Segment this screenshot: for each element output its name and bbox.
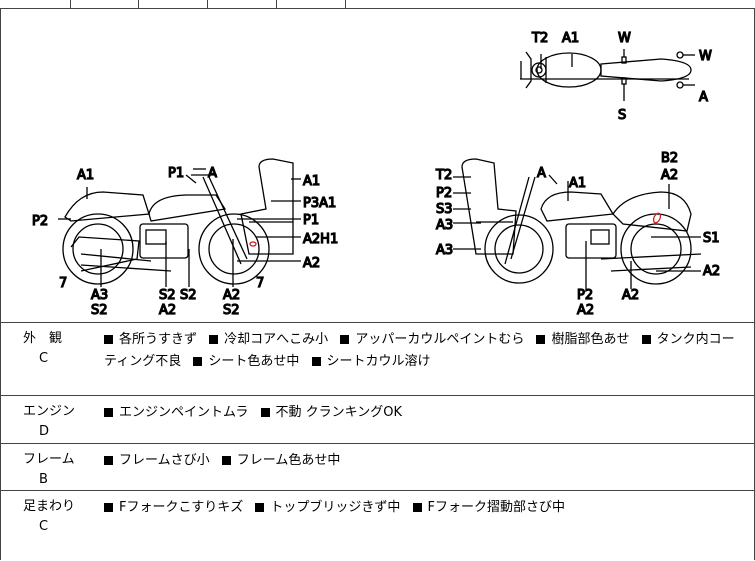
label-right-T2: T2 bbox=[435, 168, 452, 183]
label-top-A-right: A bbox=[699, 90, 708, 105]
category-label: エンジン D bbox=[23, 402, 83, 442]
table-header-strip bbox=[0, 0, 755, 9]
label-top-T2: T2 bbox=[531, 31, 548, 46]
label-right-A3-lower: A3 bbox=[436, 243, 453, 258]
label-right-A3-upper: A3 bbox=[436, 218, 453, 233]
condition-row-suspension: 足まわり C Fフォークこすりキズ トップブリッジきず中 Fフォーク摺動部さび中 bbox=[0, 491, 755, 560]
grade-badge: B bbox=[39, 472, 48, 487]
label-right-A2-top: A2 bbox=[661, 168, 678, 183]
condition-notes: フレームさび小 フレーム色あせ中 bbox=[104, 450, 744, 472]
condition-row-engine: エンジン D エンジンペイントムラ 不動 クランキングOK bbox=[0, 396, 755, 444]
label-right-A2-bottom: A2 bbox=[577, 303, 594, 318]
motorcycle-top-view bbox=[520, 49, 695, 101]
label-top-W: W bbox=[618, 31, 631, 46]
label-left-A3: A3 bbox=[91, 288, 108, 303]
label-left-P1: P1 bbox=[168, 166, 184, 181]
label-left-7-right: 7 bbox=[256, 276, 264, 291]
label-left-A2-bottom: A2 bbox=[159, 303, 176, 318]
category-label: 足まわり C bbox=[23, 497, 83, 537]
label-right-B2: B2 bbox=[661, 151, 678, 166]
motorcycle-left-view bbox=[58, 158, 301, 287]
label-left-A2H1: A2H1 bbox=[303, 232, 338, 247]
condition-row-frame: フレーム B フレームさび小 フレーム色あせ中 bbox=[0, 444, 755, 491]
condition-notes: 各所うすきず 冷却コアへこみ小 アッパーカウルペイントむら 樹脂部色あせ タンク… bbox=[104, 332, 735, 369]
category-label: 外 観 C bbox=[23, 329, 83, 369]
label-left-S2-mid1: S2 bbox=[159, 288, 176, 303]
label-right-P2: P2 bbox=[436, 186, 452, 201]
label-left-P2: P2 bbox=[32, 214, 48, 229]
label-left-P3A1: P3A1 bbox=[303, 196, 336, 211]
grade-badge: C bbox=[39, 351, 49, 366]
label-left-7: 7 bbox=[59, 276, 67, 291]
label-right-A: A bbox=[537, 166, 546, 181]
label-right-P2-bottom: P2 bbox=[577, 288, 593, 303]
label-left-S2-mid2: S2 bbox=[180, 288, 197, 303]
condition-row-exterior: 外 観 C 各所うすきず 冷却コアへこみ小 アッパーカウルペイントむら 樹脂部色… bbox=[0, 323, 755, 396]
condition-notes: エンジンペイントムラ 不動 クランキングOK bbox=[104, 402, 744, 424]
label-right-S1: S1 bbox=[703, 231, 720, 246]
label-right-A2-mid: A2 bbox=[622, 288, 639, 303]
motorcycle-right-view bbox=[453, 158, 702, 289]
label-top-S: S bbox=[618, 108, 626, 123]
damage-diagram: T2 A1 W W A S bbox=[0, 9, 755, 323]
condition-notes: Fフォークこすりキズ トップブリッジきず中 Fフォーク摺動部さび中 bbox=[104, 497, 744, 519]
label-top-W-right: W bbox=[699, 49, 712, 64]
grade-badge: C bbox=[39, 519, 49, 534]
label-left-A2-right: A2 bbox=[303, 256, 320, 271]
label-right-S3: S3 bbox=[436, 202, 453, 217]
label-left-A1-fairing: A1 bbox=[303, 174, 320, 189]
grade-badge: D bbox=[39, 424, 50, 439]
label-right-A2-right: A2 bbox=[703, 264, 720, 279]
label-left-A1: A1 bbox=[77, 168, 94, 183]
label-left-A2-mid: A2 bbox=[223, 288, 240, 303]
label-left-A: A bbox=[208, 166, 217, 181]
label-left-S2: S2 bbox=[91, 303, 108, 318]
label-top-A1: A1 bbox=[562, 31, 579, 46]
category-label: フレーム B bbox=[23, 450, 83, 490]
label-left-S2-right: S2 bbox=[223, 303, 240, 318]
label-left-P1-right: P1 bbox=[303, 213, 319, 228]
label-right-A1: A1 bbox=[569, 176, 586, 191]
